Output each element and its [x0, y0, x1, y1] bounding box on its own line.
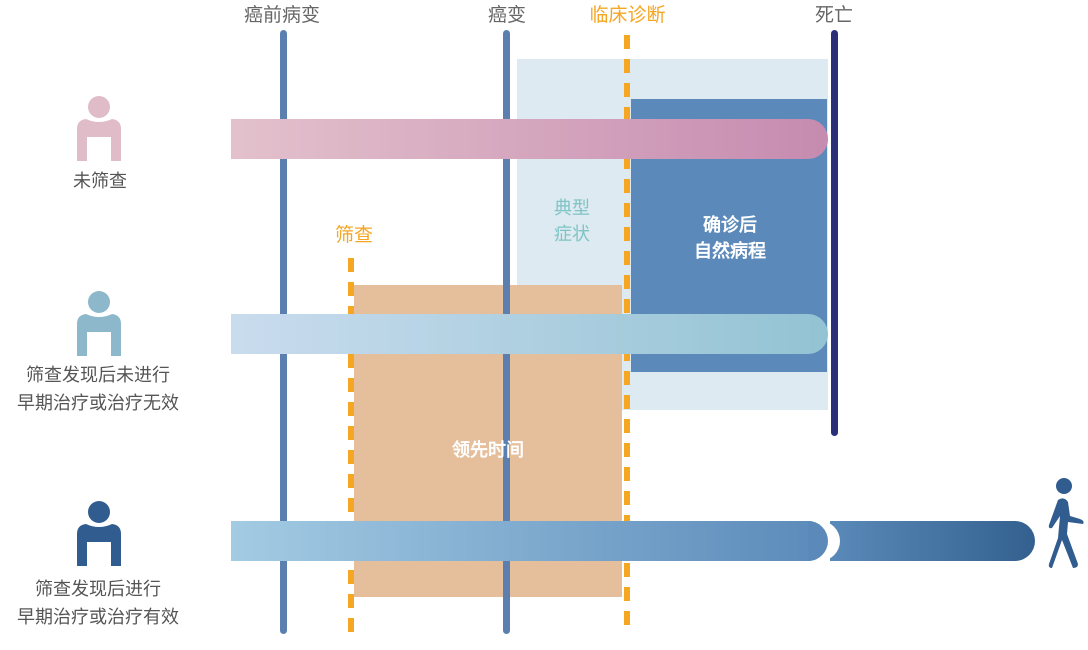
person-icon — [73, 500, 125, 570]
bar-screened-effective-part2 — [830, 521, 1035, 561]
group-label-line2: 早期治疗或治疗无效 — [17, 393, 179, 414]
group-label-line1: 筛查发现后未进行 — [26, 365, 170, 386]
person-icon — [73, 95, 125, 165]
stage-label-cancer: 癌变 — [487, 4, 526, 26]
stage-label-death: 死亡 — [814, 4, 853, 26]
bar-screened-effective-part1 — [231, 521, 828, 561]
person-icon — [73, 290, 125, 360]
stage-label-clinical-diagnosis: 临床诊断 — [589, 4, 666, 26]
group-label-screened-no-effect: 筛查发现后未进行 早期治疗或治疗无效 — [0, 362, 196, 418]
natural-course-line1: 确诊后 — [703, 215, 757, 236]
natural-course-line2: 自然病程 — [694, 241, 766, 262]
typical-symptoms-line2: 症状 — [554, 224, 590, 245]
group-label-unscreened: 未筛查 — [73, 171, 127, 192]
bar-unscreened — [231, 119, 828, 159]
screening-dashed-line — [348, 258, 354, 633]
typical-symptoms-label: 典型 症状 — [540, 196, 604, 248]
stage-label-screening: 筛查 — [334, 224, 373, 246]
group-label-line1: 筛查发现后进行 — [35, 579, 161, 600]
death-line — [831, 30, 838, 436]
bar-part1-end — [808, 521, 828, 561]
group-label-screened-effective: 筛查发现后进行 早期治疗或治疗有效 — [0, 576, 196, 632]
walking-person-icon — [1040, 476, 1088, 575]
typical-symptoms-line1: 典型 — [554, 198, 590, 219]
natural-course-label: 确诊后 自然病程 — [660, 213, 800, 265]
stage-label-precancer: 癌前病变 — [243, 4, 320, 26]
group-label-line2: 早期治疗或治疗有效 — [17, 607, 179, 628]
bar-screened-no-effect — [231, 314, 828, 354]
lead-time-label: 领先时间 — [452, 440, 524, 461]
